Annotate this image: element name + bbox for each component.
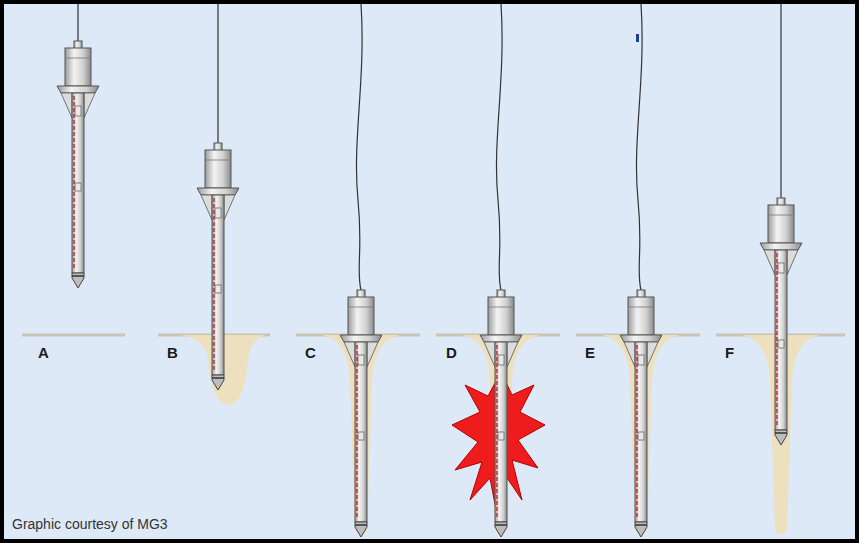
stage-letter: E bbox=[585, 344, 595, 361]
credit-caption: Graphic courtesy of MG3 bbox=[12, 516, 168, 532]
stage-letter: C bbox=[305, 344, 316, 361]
stage-letter: B bbox=[167, 344, 178, 361]
stage-letter: F bbox=[725, 344, 734, 361]
stage-letter: D bbox=[446, 344, 457, 361]
stage-letter: A bbox=[38, 344, 49, 361]
